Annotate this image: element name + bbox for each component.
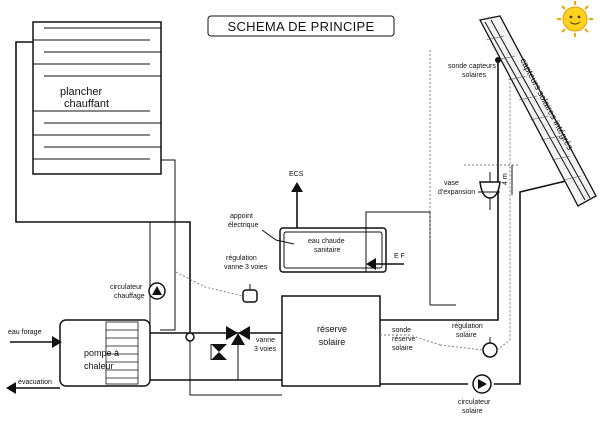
vase-label-2: d'expansion — [438, 189, 475, 196]
plancher-label-2: chauffant — [64, 98, 109, 110]
eau-chaude-label-1: eau chaude — [308, 238, 345, 245]
title-frame — [207, 15, 395, 37]
sonde-capteurs-label-2: solaires — [462, 72, 487, 79]
pump-icon — [148, 282, 166, 300]
plancher-label-1: plancher — [60, 86, 103, 98]
arrow-icon — [291, 182, 303, 228]
reserve-label-2: solaire — [319, 337, 346, 347]
sonde-reserve-wire — [380, 334, 441, 346]
solar-collector — [479, 15, 597, 207]
bypass-pipe — [189, 332, 282, 396]
regulation-signal-line — [175, 271, 244, 297]
pompe-label-2: chaleur — [84, 361, 114, 371]
pompe-label-1: pompe à — [84, 348, 119, 358]
solar-return-pipe — [380, 62, 499, 321]
circulateur-chauffage-label-1: circulateur — [110, 284, 143, 291]
probe-icon — [482, 337, 498, 358]
heating-supply-line — [160, 159, 176, 331]
eau-chaude-label-2: sanitaire — [314, 247, 341, 254]
regulation-solaire-label-2: solaire — [456, 332, 477, 339]
regulation-vanne-label-2: vanne 3 voies — [224, 264, 268, 271]
sonde-reserve-label-3: solaire — [392, 345, 413, 352]
junction-ring — [185, 332, 195, 342]
circulateur-chauffage-label-2: chauffage — [114, 293, 145, 300]
eau-forage-label: eau forage — [8, 329, 42, 336]
sonde-reserve-label-1: sonde — [392, 327, 411, 334]
valve-icon — [210, 344, 227, 360]
evacuation-label: évacuation — [18, 379, 52, 386]
ef-label: E F — [394, 253, 405, 260]
eau-chaude-sanitaire-tank — [279, 227, 387, 273]
appoint-heater-line — [261, 229, 295, 245]
solar-flow-pipe — [494, 179, 571, 385]
circulateur-solaire-label-1: circulateur — [458, 399, 491, 406]
height-mark-label: 4 m — [502, 173, 509, 185]
sonde-reserve-label-2: réserve — [392, 336, 415, 343]
circulateur-solaire-label-2: solaire — [462, 408, 483, 415]
probe-icon — [495, 57, 501, 63]
sun-logo-icon — [557, 1, 593, 37]
arrow-icon — [10, 336, 62, 348]
appoint-label-1: appoint — [230, 213, 253, 220]
plancher-chauffant: plancher chauffant — [32, 21, 162, 175]
expansion-vessel — [478, 172, 501, 210]
pompe-grille — [105, 321, 139, 385]
sonde-capteurs-label-1: sonde capteurs — [448, 63, 496, 70]
arrow-icon — [366, 258, 404, 270]
pompe-a-chaleur — [59, 319, 151, 387]
appoint-label-2: électrique — [228, 222, 258, 229]
vanne-label-2: 3 voies — [254, 346, 277, 353]
reserve-label-1: réserve — [317, 324, 347, 334]
regulation-solaire-label-1: régulation — [452, 323, 483, 330]
vanne-label-1: vanne — [256, 337, 275, 344]
pump-icon — [472, 374, 492, 394]
regulation-wire — [439, 344, 484, 351]
vase-label-1: vase — [444, 180, 459, 187]
regulation-vanne-label-1: régulation — [226, 255, 257, 262]
heating-return-pipe — [15, 41, 191, 332]
probe-wire — [496, 70, 511, 351]
tank-link-line — [365, 211, 431, 305]
valve-icon — [242, 284, 258, 303]
page-title: SCHEMA DE PRINCIPE — [228, 19, 375, 34]
valve-icon — [226, 326, 250, 380]
arrow-icon — [6, 382, 60, 394]
ecs-label: ECS — [289, 171, 304, 178]
reserve-solaire — [281, 295, 381, 387]
